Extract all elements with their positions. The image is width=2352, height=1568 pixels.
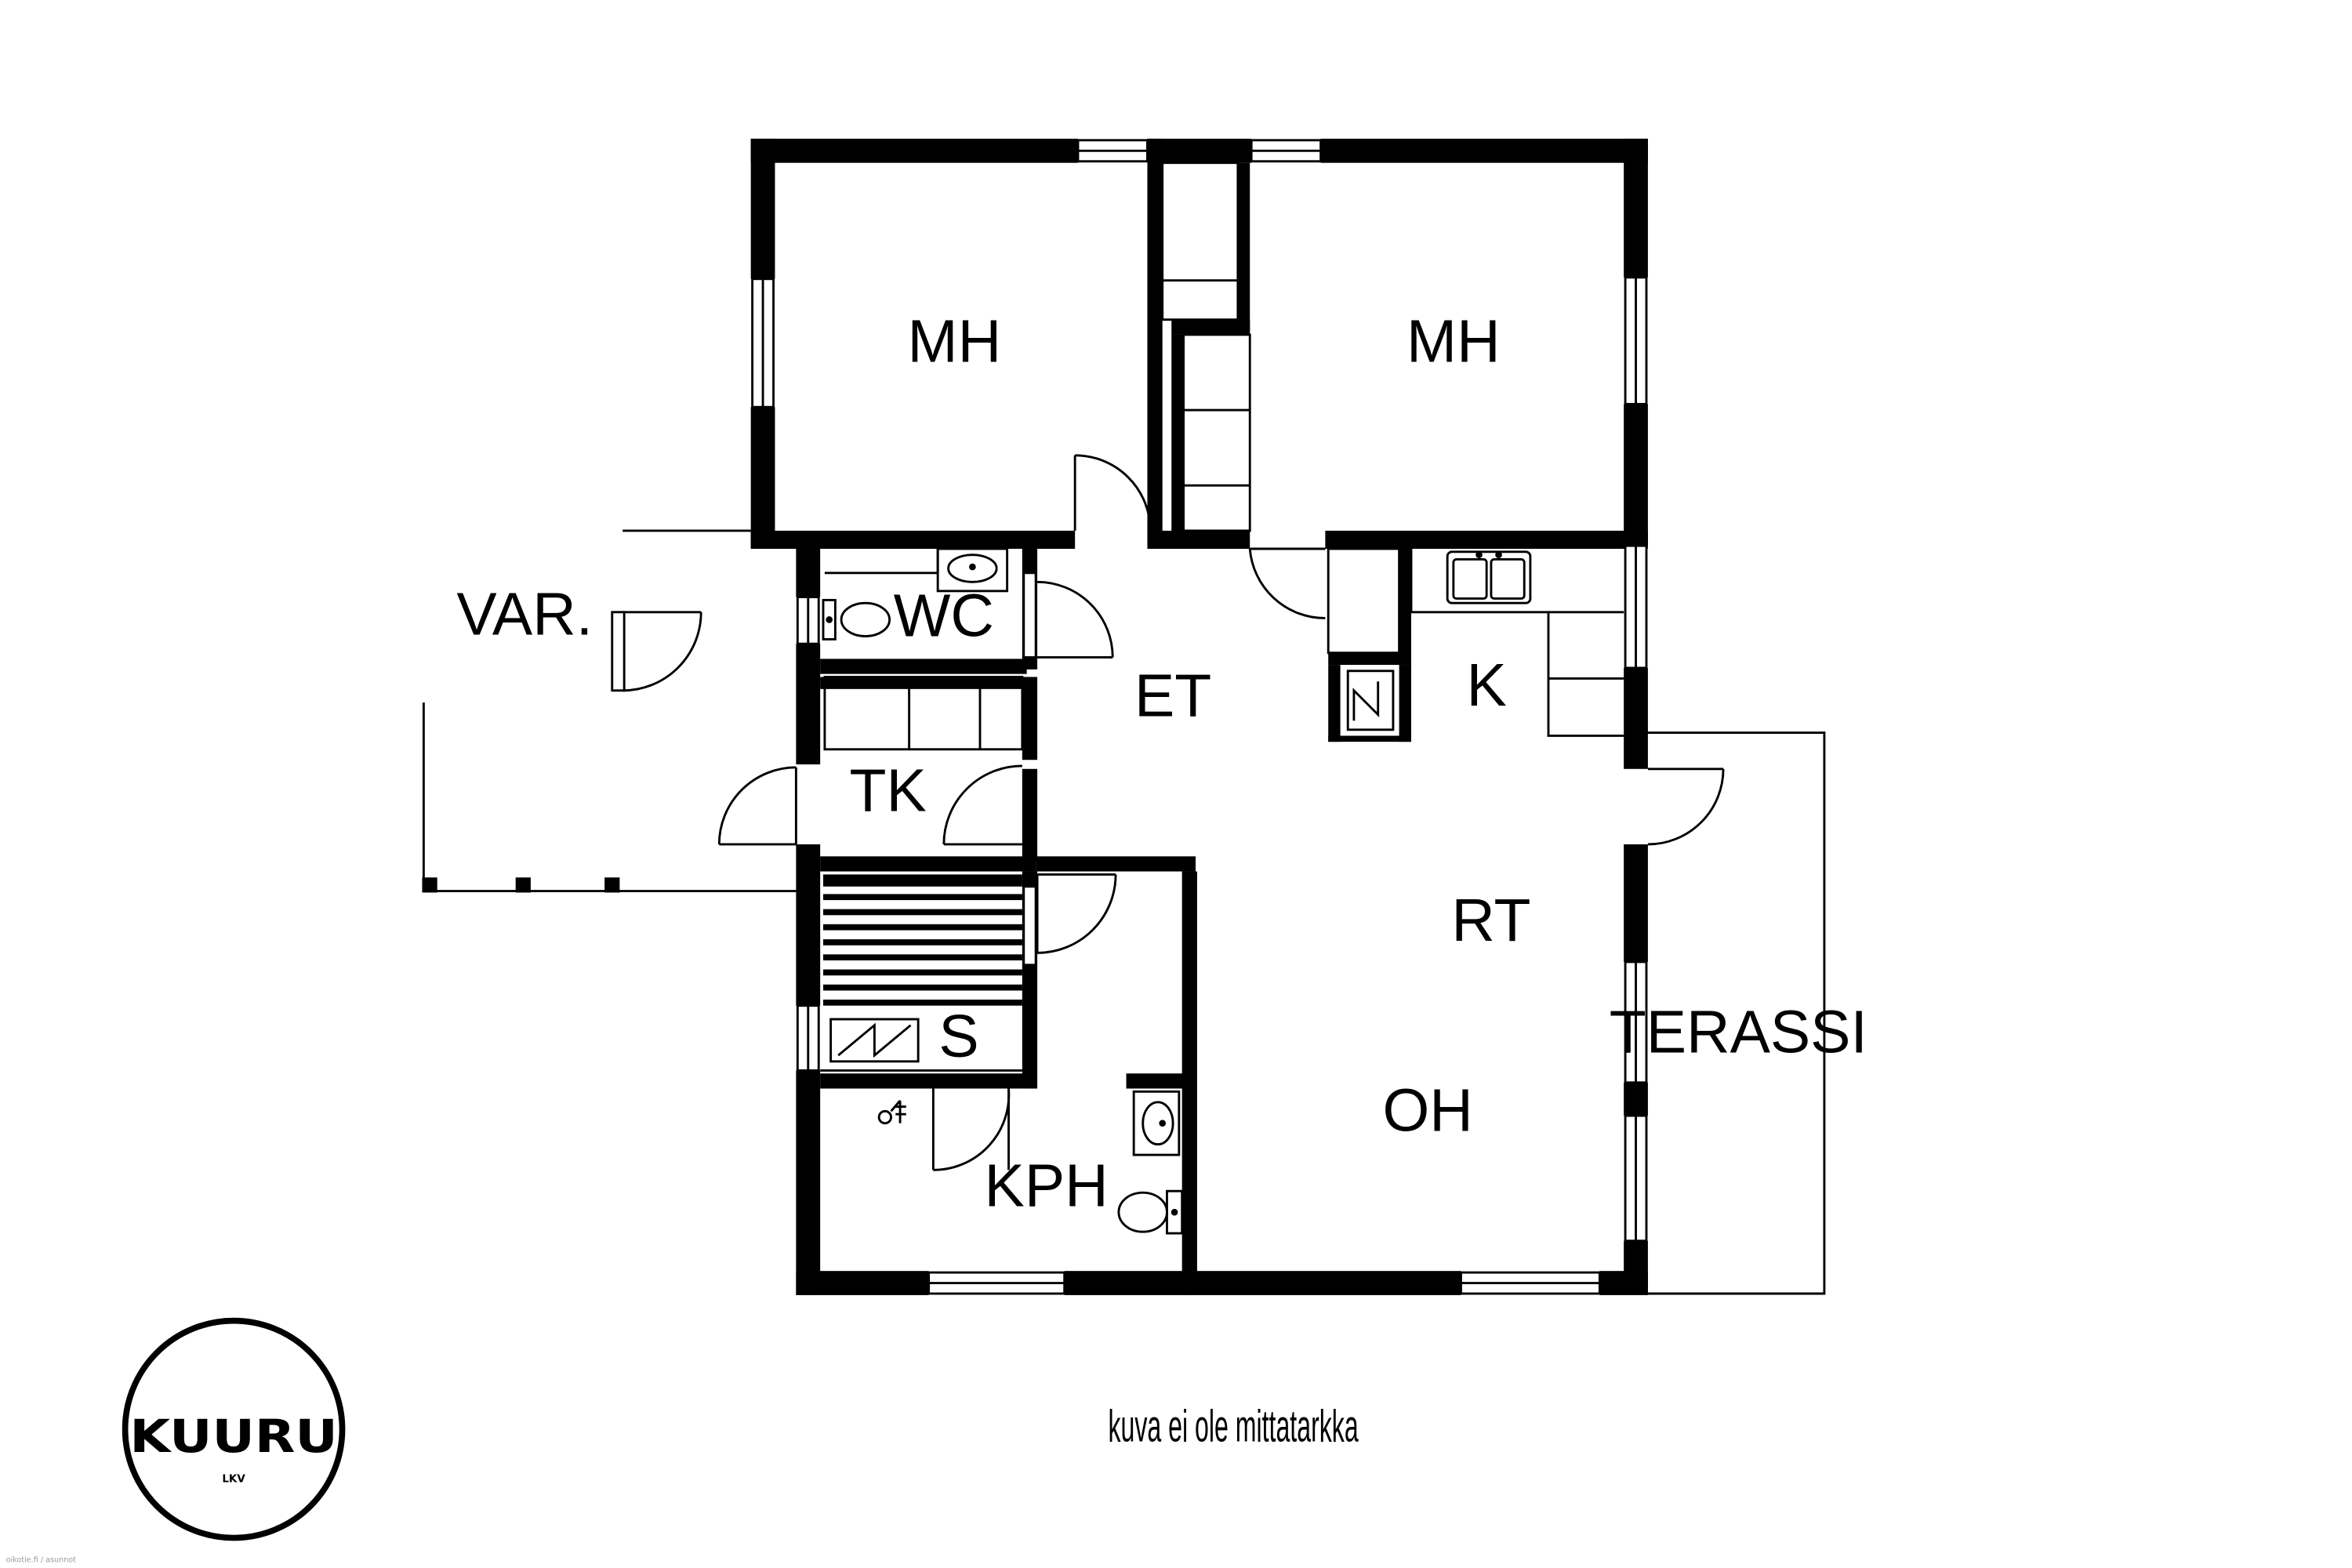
room-label-mh-1: MH <box>908 308 1002 376</box>
room-label-mh-2: MH <box>1406 308 1501 376</box>
kitchen-counters <box>1410 549 1624 737</box>
room-label-rt: RT <box>1451 887 1530 954</box>
wc-fixtures <box>822 547 1009 641</box>
washbasin <box>1132 1090 1181 1156</box>
door <box>1037 580 1114 659</box>
window <box>1022 572 1037 659</box>
toilet-tank <box>822 598 837 641</box>
sauna-stove <box>820 1018 1022 1072</box>
door <box>717 766 797 846</box>
kuuru-logo: KUURU LKV <box>122 1317 346 1541</box>
room-label-k: K <box>1467 652 1507 719</box>
logo-name: KUURU <box>129 1410 337 1463</box>
room-label-kph: KPH <box>985 1152 1109 1219</box>
stove <box>1346 670 1395 731</box>
door <box>1036 873 1117 954</box>
door <box>942 764 1022 846</box>
walls <box>750 138 1648 1295</box>
bathroom-fixtures <box>877 1090 1184 1235</box>
toilet-bowl <box>840 601 891 637</box>
room-label-et: ET <box>1134 662 1211 729</box>
copyright-watermark: oikotie.fi / asunnot <box>6 1555 76 1564</box>
toilet-bowl <box>1117 1191 1168 1233</box>
room-label-terassi: TERASSI <box>1610 998 1867 1065</box>
porch-posts <box>422 877 620 893</box>
door <box>1073 454 1152 531</box>
room-label-oh: OH <box>1382 1076 1472 1144</box>
door <box>1248 547 1326 619</box>
scale-disclaimer: kuva ei ole mittatarkka <box>1108 1401 1359 1451</box>
room-label-var: VAR. <box>456 581 593 648</box>
shower-icon <box>877 1099 906 1125</box>
stairs <box>823 874 1022 1006</box>
closets <box>823 162 1401 751</box>
terrace-outline <box>1645 731 1826 1295</box>
logo-subtitle: LKV <box>222 1473 245 1485</box>
room-label-wc: WC <box>894 583 994 650</box>
door <box>611 611 702 692</box>
door <box>931 1088 1011 1171</box>
door <box>1647 768 1725 846</box>
windows <box>751 139 1648 1295</box>
washbasin-bowl <box>947 554 998 583</box>
window <box>1022 885 1037 967</box>
room-labels: MH MH VAR. WC ET K TK RT S TERASSI OH KP… <box>456 308 1867 1220</box>
kitchen-sink <box>1446 550 1532 604</box>
washbasin-bowl <box>1142 1101 1174 1146</box>
room-label-s: S <box>938 1003 978 1070</box>
room-label-tk: TK <box>850 757 927 825</box>
doors <box>611 454 1725 1171</box>
